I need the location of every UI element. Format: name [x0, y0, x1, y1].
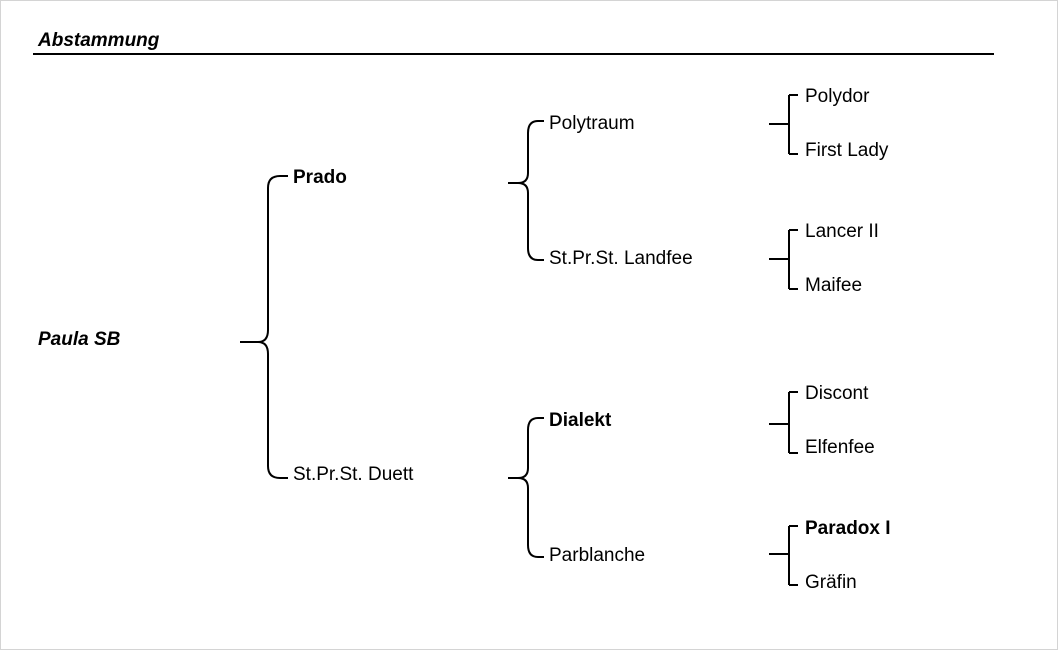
bracket-polytraum	[769, 94, 798, 155]
grandparent-name: Polytraum	[549, 113, 635, 134]
heading-underline	[33, 53, 994, 55]
great-grandparent-name: Lancer II	[805, 221, 879, 242]
bracket-sire	[508, 120, 544, 261]
great-grandparent-name: First Lady	[805, 140, 889, 161]
great-grandparent-name: Polydor	[805, 86, 870, 107]
great-grandparent-name: Paradox I	[805, 518, 891, 539]
grandparent-name: Parblanche	[549, 545, 646, 566]
bracket-subject	[240, 175, 288, 479]
great-grandparent-name: Discont	[805, 383, 869, 404]
sire-name: Prado	[293, 167, 347, 188]
great-grandparent-name: Gräfin	[805, 572, 857, 593]
bracket-landfee	[769, 229, 798, 290]
grandparent-name: Dialekt	[549, 410, 612, 431]
great-grandparent-name: Elfenfee	[805, 437, 875, 458]
grandparent-name: St.Pr.St. Landfee	[549, 248, 693, 269]
subject-name: Paula SB	[38, 329, 121, 350]
bracket-dam	[508, 417, 544, 558]
great-grandparent-name: Maifee	[805, 275, 863, 296]
bracket-dialekt	[769, 391, 798, 454]
section-heading: Abstammung	[38, 30, 160, 51]
bracket-parblanche	[769, 525, 798, 586]
dam-name: St.Pr.St. Duett	[293, 464, 414, 485]
